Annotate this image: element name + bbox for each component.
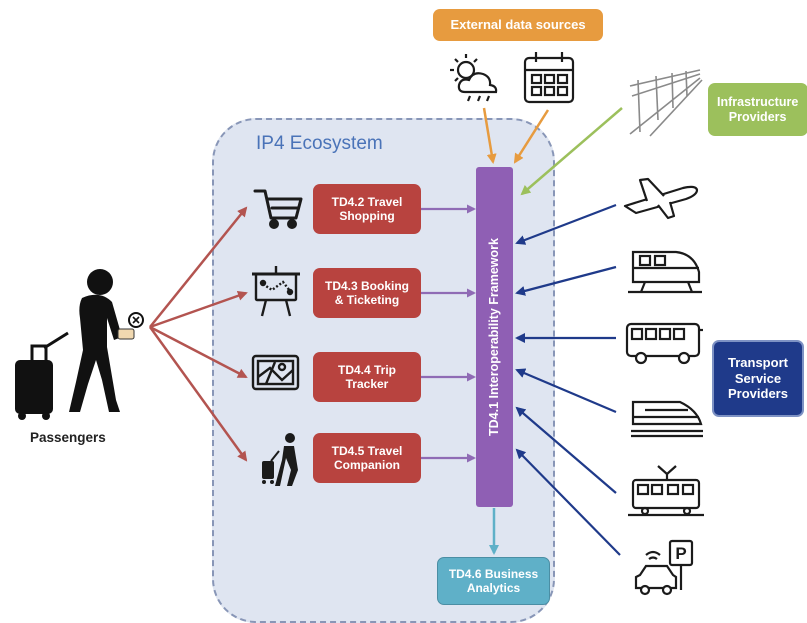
train-icon bbox=[628, 250, 702, 294]
calendar-icon bbox=[523, 52, 575, 104]
bus-icon bbox=[625, 322, 703, 365]
parking-car-icon: P bbox=[634, 539, 694, 596]
weather-icon bbox=[450, 54, 498, 102]
td42-travel-shopping-box: TD4.2 Travel Shopping bbox=[313, 184, 421, 234]
map-screen-icon bbox=[251, 354, 300, 391]
diagram-canvas: P bbox=[15, 52, 704, 596]
arrow-to-shopping bbox=[149, 206, 248, 328]
passenger-figure-icon bbox=[15, 269, 144, 420]
infrastructure-providers-box: Infrastructure Providers bbox=[708, 83, 807, 136]
td45-travel-companion-box: TD4.5 Travel Companion bbox=[313, 433, 421, 483]
high-speed-train-icon bbox=[631, 400, 703, 438]
ecosystem-title: IP4 Ecosystem bbox=[256, 133, 383, 154]
arrow-to-companion bbox=[148, 326, 248, 462]
framework-label: TD4.1 Interoperability Framework bbox=[487, 238, 501, 436]
infra-arrow bbox=[520, 107, 623, 196]
shopping-cart-icon bbox=[253, 189, 303, 229]
passenger-arrows bbox=[148, 206, 248, 462]
arrow-to-tracker bbox=[149, 325, 248, 379]
arrow-to-booking bbox=[149, 290, 248, 329]
external-arrows bbox=[482, 107, 550, 164]
interoperability-framework-bar bbox=[476, 167, 513, 507]
tram-icon bbox=[628, 465, 704, 517]
transport-service-providers-box: Transport Service Providers bbox=[712, 340, 804, 417]
td46-business-analytics-box: TD4.6 Business Analytics bbox=[437, 557, 550, 605]
transport-arrows bbox=[515, 203, 621, 556]
passengers-label: Passengers bbox=[30, 430, 106, 445]
td43-booking-ticketing-box: TD4.3 Booking & Ticketing bbox=[313, 268, 421, 318]
traveler-icon bbox=[262, 433, 298, 486]
td44-trip-tracker-box: TD4.4 Trip Tracker bbox=[313, 352, 421, 402]
presentation-board-icon bbox=[252, 266, 300, 317]
railway-infrastructure-icon bbox=[629, 69, 703, 137]
airplane-icon bbox=[623, 177, 699, 220]
module-arrows bbox=[421, 204, 476, 463]
external-data-sources-box: External data sources bbox=[433, 9, 603, 41]
svg-text:P: P bbox=[675, 544, 686, 563]
